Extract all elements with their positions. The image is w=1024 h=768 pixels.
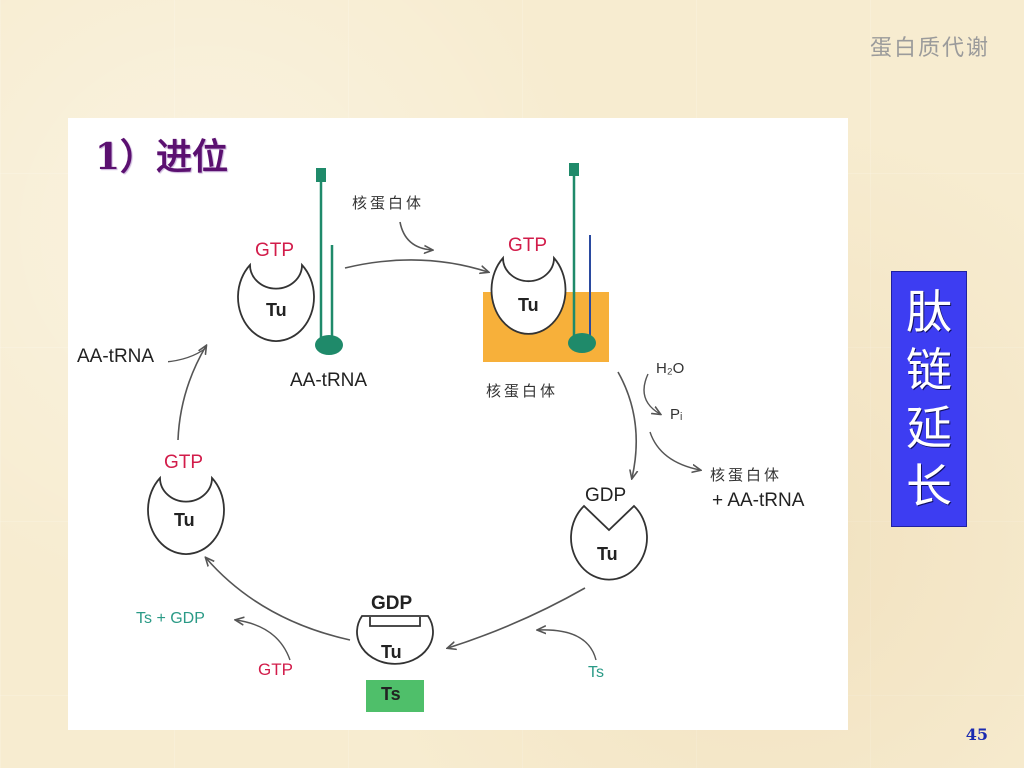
arrow-bottom-right bbox=[448, 587, 586, 648]
aatrna-label-bg bbox=[74, 338, 168, 378]
tu-label-top-left: Tu bbox=[266, 300, 287, 320]
arrow-ribosome-in bbox=[399, 221, 432, 250]
ts-gdp-label: Ts + GDP bbox=[136, 610, 205, 627]
tu-shape-top-left bbox=[237, 262, 315, 342]
side-label-box: 肽 链 延 长 bbox=[891, 271, 967, 527]
arrow-aatrna-in bbox=[164, 347, 207, 363]
header-title: 蛋白质代谢 bbox=[869, 36, 990, 61]
side-char-1: 肽 bbox=[906, 285, 952, 339]
arrow-left-up bbox=[177, 346, 206, 441]
pi-label: Pᵢ bbox=[670, 406, 683, 423]
gtp-label-top-left: GTP bbox=[255, 240, 295, 261]
ribosome-label-result: 核蛋白体 bbox=[710, 466, 783, 484]
tu-shape-left bbox=[147, 475, 225, 555]
aatrna-label-top: AA-tRNA bbox=[290, 370, 368, 391]
arrow-h2o bbox=[643, 373, 660, 414]
tu-shape-right bbox=[570, 504, 648, 581]
arrow-gtp-in bbox=[236, 620, 291, 661]
side-char-4: 长 bbox=[906, 459, 952, 513]
section-title: 1）进位 bbox=[95, 136, 229, 178]
gtp-label-bottom: GTP bbox=[258, 660, 293, 679]
arrow-ts-in bbox=[538, 630, 597, 661]
ribosome-result-bg bbox=[704, 432, 848, 528]
aatrna-label-result: + AA-tRNA bbox=[712, 490, 805, 511]
tu-label-left: Tu bbox=[174, 510, 195, 530]
trna-top-left bbox=[315, 168, 343, 355]
tu-label-bottom: Tu bbox=[381, 642, 402, 662]
ribosome-label-right: 核蛋白体 bbox=[486, 382, 559, 400]
tu-shape-bottom bbox=[356, 615, 434, 665]
side-char-2: 链 bbox=[906, 343, 952, 397]
tu-label-right: Tu bbox=[597, 544, 618, 564]
gtp-label-left: GTP bbox=[164, 452, 204, 473]
arrow-ribosome-out bbox=[649, 431, 700, 470]
gdp-label-right: GDP bbox=[585, 485, 627, 506]
diagram-panel bbox=[68, 118, 848, 730]
ribosome-label-top: 核蛋白体 bbox=[352, 194, 425, 212]
tu-shape-top-right bbox=[490, 255, 567, 335]
arrow-right-down bbox=[617, 371, 636, 478]
page-number: 45 bbox=[965, 725, 988, 744]
gdp-label-bottom: GDP bbox=[371, 593, 413, 614]
ts-label-bottom: Ts bbox=[381, 684, 401, 704]
tu-label-top-right: Tu bbox=[518, 295, 539, 315]
arrow-bottom-left bbox=[206, 558, 351, 641]
side-char-3: 延 bbox=[906, 401, 952, 455]
ts-box bbox=[366, 680, 424, 712]
h2o-label: H₂O bbox=[656, 360, 685, 377]
aatrna-label-left: AA-tRNA bbox=[77, 346, 155, 367]
trna-top-right bbox=[568, 163, 596, 353]
arrow-top bbox=[344, 259, 488, 272]
ts-label-in: Ts bbox=[588, 664, 604, 681]
gtp-label-top-right: GTP bbox=[508, 235, 548, 256]
